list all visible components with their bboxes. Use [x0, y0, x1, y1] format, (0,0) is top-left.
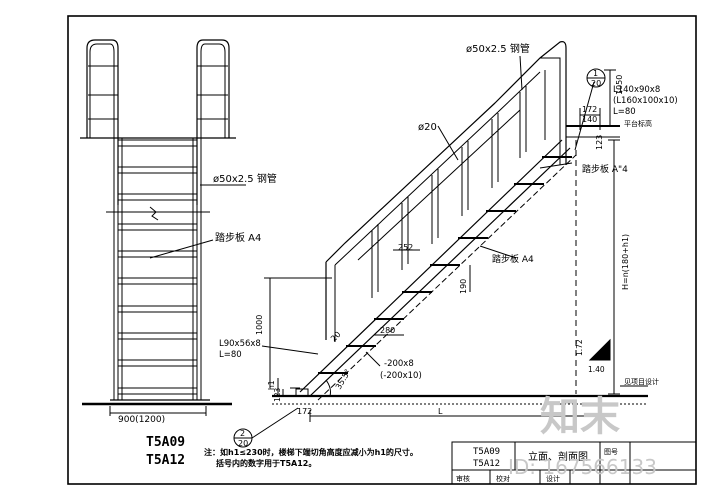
detail-top-sheet: 20	[591, 79, 601, 88]
note-line-1: 注：如h1≤230时，楼梯下端切角高度应减小为h1的尺寸。	[204, 447, 418, 457]
bottom-angle-label: L90x56x8	[219, 339, 261, 349]
bottom-length-label: L=80	[219, 350, 242, 360]
title-cell-check: 校对	[496, 474, 510, 483]
detail-bottom-number: 2	[240, 429, 245, 438]
watermark: 知末 ID: 167566133	[508, 394, 657, 479]
dim-252: 252	[398, 243, 413, 252]
sheet-border	[67, 15, 697, 485]
detail-bottom-sheet: 20	[238, 439, 248, 448]
title-block	[451, 441, 697, 485]
dim-172-bottom: 172	[297, 407, 312, 416]
dim-total-height: H=n(180+h1)	[621, 234, 630, 290]
title-cell-review: 审核	[456, 474, 470, 483]
dim-20: 20	[329, 330, 343, 344]
elevation-balusters	[371, 70, 546, 298]
watermark-id: ID: 167566133	[508, 455, 657, 479]
title-cell-design: 设计	[546, 474, 560, 483]
dim-1000: 1000	[255, 315, 264, 335]
plan-width-dimension: 900(1200)	[118, 415, 165, 425]
detail-marker-bottom: 2 20	[233, 407, 299, 448]
elevation-treads	[318, 156, 572, 374]
plan-model-2: T5A12	[146, 453, 185, 468]
detail-top-number: 1	[593, 69, 598, 78]
title-cell-sheet: 图号	[604, 448, 618, 456]
detail-marker-top: 1 20	[586, 68, 606, 88]
tread-label-upper: 踏步板 A"4	[582, 163, 628, 175]
dim-123-top: 123	[595, 135, 604, 150]
flat-bar-label: -200x8	[384, 359, 414, 369]
dim-123-bottom: 123	[273, 387, 282, 402]
platform-level-label: 平台标高	[624, 119, 652, 128]
top-angle-alt-label: (L160x100x10)	[613, 96, 678, 106]
top-length-label: L=80	[613, 107, 636, 117]
slope-label-2: 1.40	[588, 365, 605, 374]
note-line-2: 括号内的数字用于T5A12。	[216, 458, 316, 468]
plan-view	[80, 39, 246, 416]
dim-190: 190	[459, 279, 468, 294]
elevation-view	[261, 41, 648, 422]
dim-280: 280	[380, 326, 395, 335]
dim-1050: 1050	[615, 75, 624, 95]
dim-140: 140	[582, 115, 597, 124]
top-angle-label: L140x90x8	[613, 85, 660, 95]
flat-bar-alt-label: (-200x10)	[380, 371, 422, 381]
title-model-2: T5A12	[473, 459, 500, 469]
plan-treads	[117, 139, 198, 395]
dim-L: L	[438, 407, 443, 416]
tread-label-mid: 踏步板 A4	[492, 253, 534, 265]
watermark-brand: 知末	[540, 394, 620, 440]
handrail-pipe-label: ø50x2.5 钢管	[466, 42, 530, 55]
plan-model-1: T5A09	[146, 435, 185, 450]
plan-pipe-label: ø50x2.5 钢管	[213, 172, 277, 185]
drawing-title: 立面、剖面图	[528, 450, 588, 463]
slope-label-1: 1.72	[575, 339, 584, 356]
plan-tread-label: 踏步板 A4	[215, 231, 261, 244]
dim-172-top: 172	[582, 105, 597, 114]
ground-label: 见项目设计	[624, 377, 659, 386]
post-label: ø20	[418, 122, 437, 133]
title-model-1: T5A09	[473, 447, 500, 457]
dim-h1: h1	[267, 380, 276, 390]
